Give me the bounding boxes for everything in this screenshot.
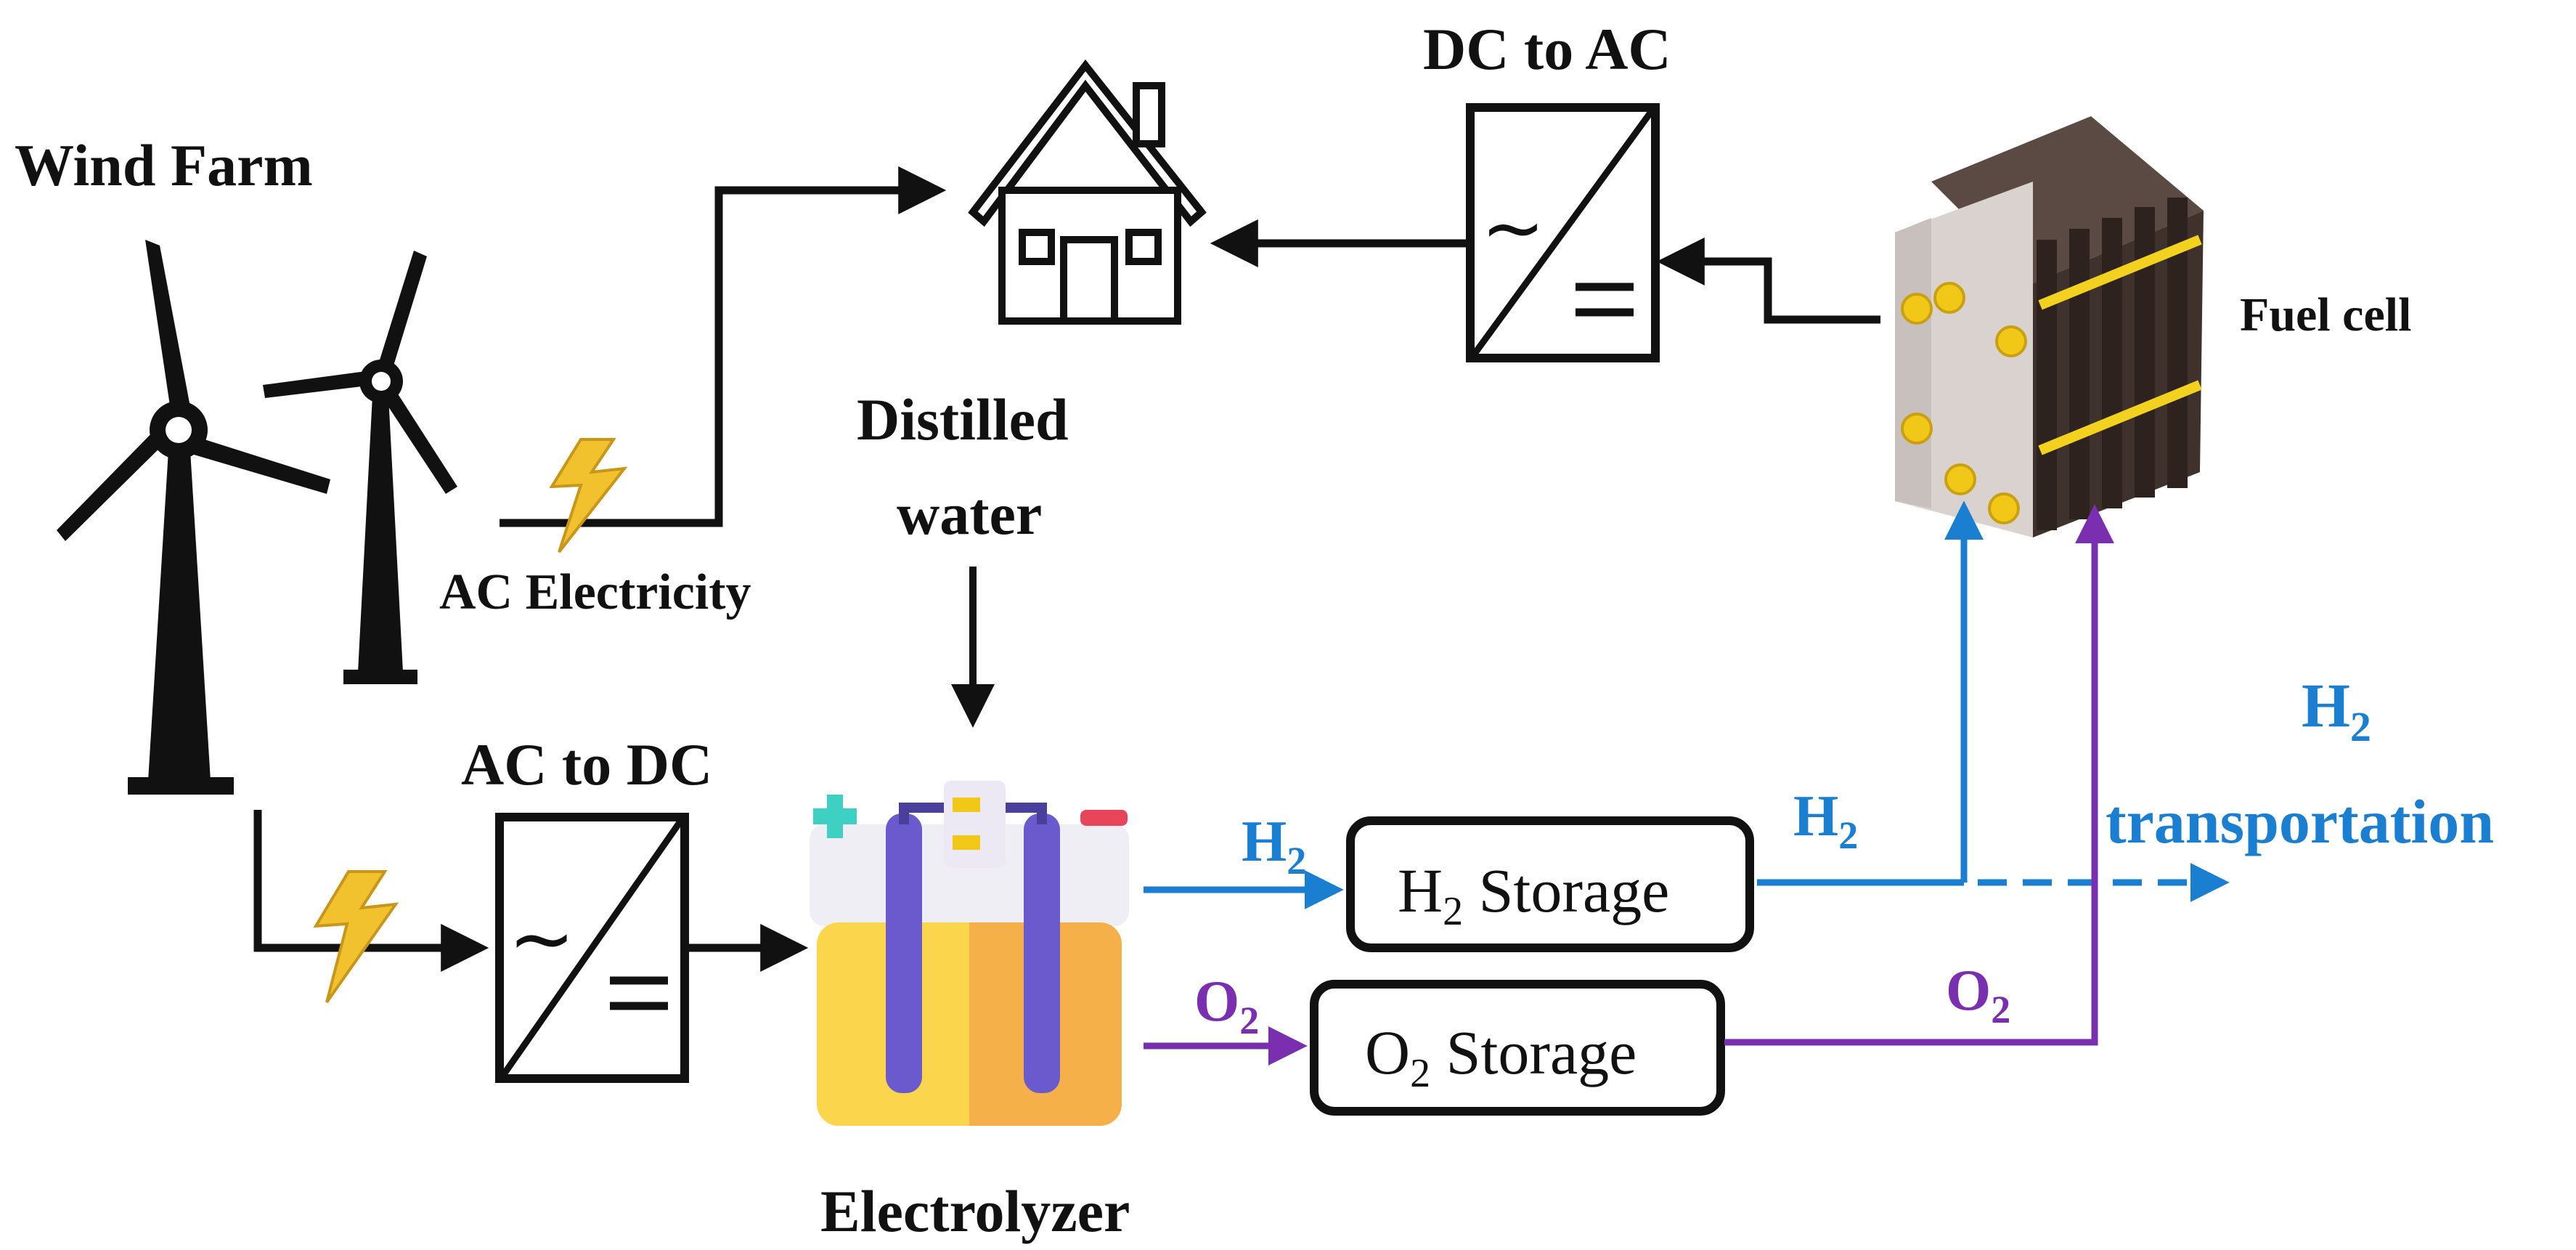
fuel-cell-label: Fuel cell — [2240, 288, 2411, 341]
wind-farm-label: Wind Farm — [15, 132, 313, 198]
house-icon — [968, 59, 1207, 325]
lightning-icon — [313, 870, 399, 1004]
lightning-icon — [549, 438, 628, 553]
o2-storage-box — [1310, 980, 1725, 1116]
wind-turbine-icon — [57, 240, 330, 795]
svg-text:~: ~ — [1481, 184, 1545, 272]
distilled-water-label-line1: Distilled — [857, 386, 1069, 452]
o2-storage-label: O2 Storage — [1365, 1018, 1637, 1096]
converter-icon: ~ — [1466, 103, 1660, 362]
h2-transportation-label: transportation — [2106, 787, 2494, 856]
wind-to-converter-line — [253, 810, 489, 972]
h2-flow-label: H2 — [1242, 810, 1306, 882]
dc-to-ac-label: DC to AC — [1423, 16, 1671, 82]
converter-icon: ~ — [495, 813, 689, 1083]
h2-storage-label: H2 Storage — [1398, 856, 1669, 934]
o2-storage-out-label: O2 — [1946, 959, 2010, 1031]
wind-turbine-icon — [263, 251, 457, 684]
fuel-cell-icon — [1895, 116, 2204, 537]
ac-to-dc-label: AC to DC — [461, 731, 712, 798]
electrolyzer-icon — [810, 781, 1129, 1126]
o2-to-fuelcell-arrow — [1724, 504, 2114, 1046]
plus-icon — [813, 795, 857, 838]
electrolyzer-label: Electrolyzer — [820, 1178, 1130, 1244]
ac-electricity-label: AC Electricity — [439, 564, 751, 620]
o2-flow-label: O2 — [1194, 970, 1259, 1042]
h2-transportation-h2-label: H2 — [2302, 670, 2371, 750]
minus-icon — [1080, 810, 1128, 826]
svg-text:~: ~ — [508, 892, 575, 985]
fuelcell-to-dcac-arrow — [1656, 238, 1880, 324]
h2-storage-out-label: H2 — [1793, 784, 1858, 857]
distilled-water-label-line2: water — [897, 481, 1042, 547]
ac-electricity-line — [500, 166, 947, 527]
h2-storage-box — [1346, 816, 1754, 952]
